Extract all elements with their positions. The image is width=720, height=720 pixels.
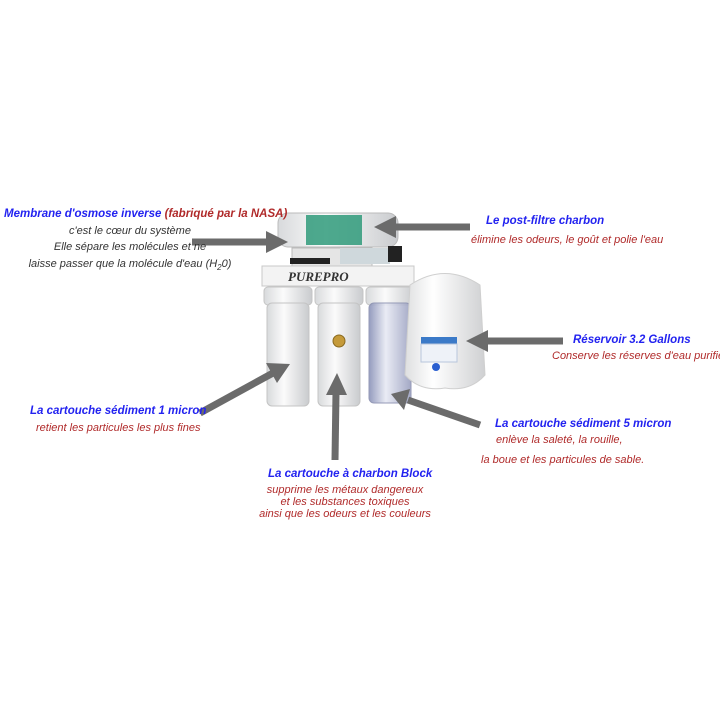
reservoir-line-1: Conserve les réserves d'eau purifiée — [552, 350, 720, 362]
membrane-line-1: c'est le cœur du système — [69, 225, 191, 237]
arrow-carbon-block — [331, 391, 340, 461]
carbon-block-line-2: et les substances toxiques — [280, 496, 410, 508]
arrow-membrane-head — [266, 231, 288, 253]
sediment-5-line-2: la boue et les particules de sable. — [481, 454, 645, 466]
arrow-carbon-block-head — [326, 373, 347, 395]
cartridge-sediment-1 — [263, 286, 313, 407]
storage-tank — [404, 273, 486, 390]
membrane-line-2: Elle sépare les molécules et ne — [53, 241, 207, 253]
brand-logo: PUREPRO — [288, 269, 349, 284]
mount-plate: PUREPRO — [261, 265, 415, 287]
membrane-line-3: laisse passer que la molécule d'eau (H20… — [29, 258, 232, 274]
sediment-5-title: La cartouche sédiment 5 micron — [495, 418, 672, 430]
cartridge-sediment-5 — [365, 286, 415, 404]
post-filter-title: Le post-filtre charbon — [486, 215, 605, 227]
sediment-5-line-1: enlève la saleté, la rouille, — [496, 434, 623, 446]
post-filter-line-1: élimine les odeurs, le goût et polie l'e… — [471, 234, 664, 246]
carbon-block-title: La cartouche à charbon Block — [268, 468, 433, 480]
carbon-block-line-1: supprime les métaux dangereux — [266, 484, 424, 496]
formula-subscript: 2 — [217, 263, 222, 273]
arrow-sediment-1 — [198, 369, 275, 417]
membrane-housing — [277, 212, 402, 267]
membrane-title: Membrane d'osmose inverse (fabriqué par … — [4, 208, 287, 221]
membrane-title-text: Membrane d'osmose inverse — [4, 208, 162, 220]
sediment-1-title: La cartouche sédiment 1 micron — [30, 405, 207, 417]
carbon-block-line-3: ainsi que les odeurs et les couleurs — [259, 508, 431, 520]
arrow-reservoir-head — [466, 330, 488, 352]
arrow-post-filter-head — [374, 216, 396, 238]
cartridge-carbon-block — [314, 286, 364, 407]
arrow-sediment-1-head — [266, 363, 290, 383]
arrow-sediment-5-head — [391, 389, 410, 410]
arrow-sediment-5 — [406, 396, 482, 429]
sediment-1-line-1: retient les particules les plus fines — [36, 422, 201, 434]
callout-arrows — [192, 216, 563, 461]
membrane-title-note: (fabriqué par la NASA) — [164, 208, 288, 220]
membrane-line-3-text: laisse passer que la molécule d'eau (H — [28, 258, 218, 270]
formula-end: 0) — [221, 258, 232, 270]
reservoir-title: Réservoir 3.2 Gallons — [573, 334, 691, 346]
